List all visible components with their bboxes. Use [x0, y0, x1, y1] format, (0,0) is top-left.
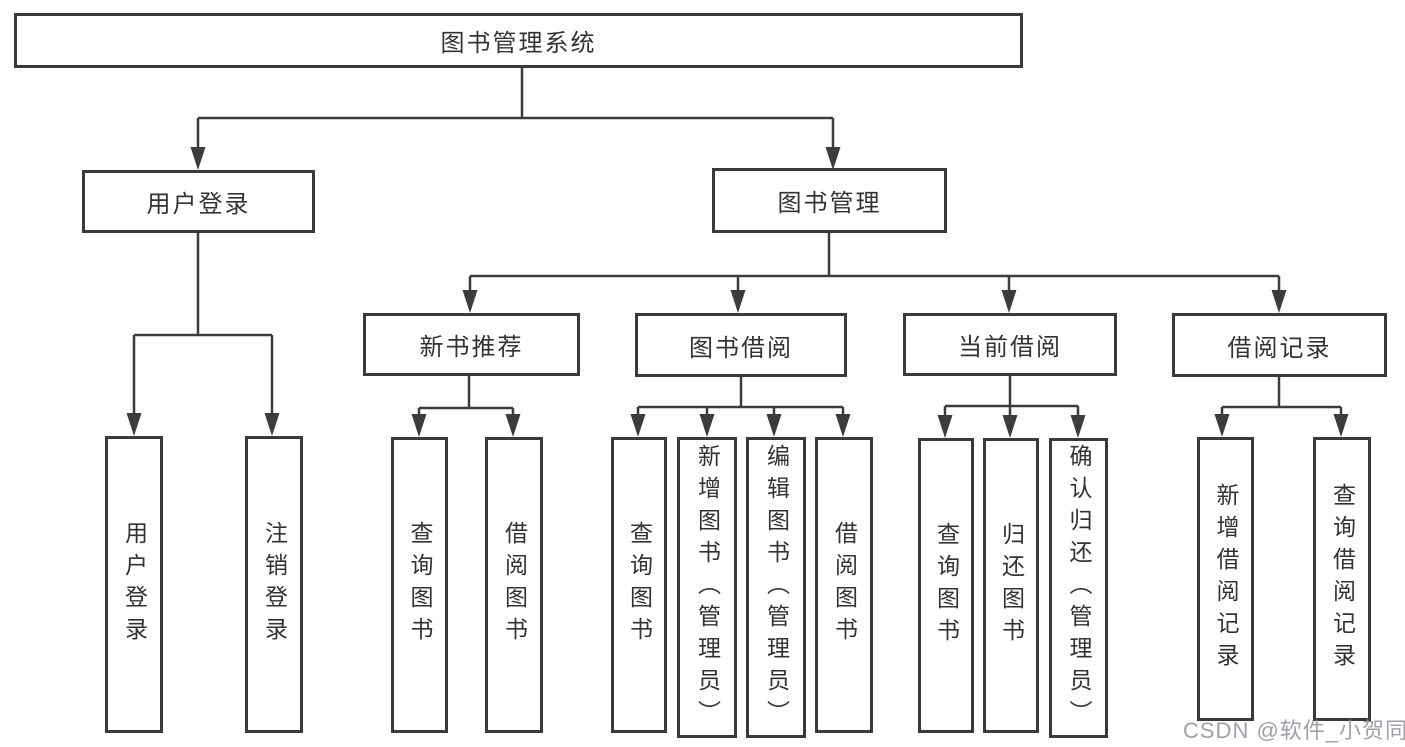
arrowhead [630, 414, 646, 437]
watermark: CSDN @软件_小贺同学 [1183, 718, 1405, 743]
leaf-add-borrow-record: 新增借阅记录 [1197, 437, 1254, 721]
node-book-borrowing-label: 图书借阅 [689, 334, 793, 362]
leaf-borrow-books-1: 借阅图书 [485, 437, 543, 733]
node-book-management-label: 图书管理 [777, 190, 882, 217]
leaf-query-borrow-record-label: 查询借阅记录 [1329, 483, 1356, 675]
arrowhead [264, 413, 280, 436]
leaf-edit-books-admin: 编辑图书（管理员） [746, 437, 806, 738]
arrowhead [411, 414, 427, 437]
arrowhead [937, 415, 953, 438]
leaf-add-borrow-record-label: 新增借阅记录 [1213, 483, 1239, 675]
node-current-borrowing-label: 当前借阅 [958, 334, 1062, 361]
node-new-book-recommend: 新书推荐 [363, 313, 580, 376]
arrowhead [730, 290, 746, 313]
leaf-return-books-label: 归还图书 [998, 521, 1025, 650]
arrowhead [126, 413, 142, 436]
arrowhead [462, 290, 478, 313]
node-root-label: 图书管理系统 [440, 30, 597, 57]
leaf-query-books-3-label: 查询图书 [933, 521, 960, 650]
leaf-query-books-3: 查询图书 [918, 438, 974, 733]
arrowhead [1001, 290, 1017, 313]
leaf-add-books-admin: 新增图书（管理员） [677, 437, 737, 738]
arrowhead [1214, 414, 1230, 437]
leaf-borrow-books-1-label: 借阅图书 [501, 521, 528, 649]
node-borrowing-records: 借阅记录 [1172, 313, 1387, 377]
node-book-management: 图书管理 [712, 168, 947, 233]
node-current-borrowing: 当前借阅 [903, 313, 1117, 376]
leaf-confirm-return-admin-label: 确认归还（管理员） [1066, 444, 1092, 732]
leaf-query-books-1-label: 查询图书 [407, 521, 433, 649]
connector-new-book-recommend [417, 376, 515, 419]
node-borrowing-records-label: 借阅记录 [1227, 334, 1332, 362]
node-book-borrowing: 图书借阅 [635, 313, 847, 377]
arrowheads [126, 147, 1349, 438]
leaf-query-borrow-record: 查询借阅记录 [1313, 437, 1371, 721]
leaf-logout: 注销登录 [245, 436, 303, 733]
leaf-logout-label: 注销登录 [261, 520, 288, 649]
arrowhead [1333, 414, 1349, 437]
arrowhead [835, 414, 851, 437]
arrowhead [505, 414, 521, 437]
leaf-query-books-1: 查询图书 [391, 437, 448, 733]
leaf-confirm-return-admin: 确认归还（管理员） [1049, 438, 1108, 738]
leaf-borrow-books-2: 借阅图书 [815, 437, 873, 733]
leaf-user-login: 用户登录 [105, 436, 163, 733]
leaf-return-books: 归还图书 [983, 438, 1039, 733]
leaf-edit-books-admin-label: 编辑图书（管理员） [763, 443, 790, 732]
arrowhead [1002, 415, 1018, 438]
node-user-login: 用户登录 [82, 170, 315, 233]
node-root: 图书管理系统 [14, 13, 1023, 68]
leaf-user-login-label: 用户登录 [121, 520, 148, 649]
connector-current-borrowing [943, 376, 1080, 420]
connector-user-login [132, 233, 274, 418]
arrowhead [1271, 290, 1287, 313]
node-user-login-label: 用户登录 [146, 191, 251, 218]
leaf-add-books-admin-label: 新增图书（管理员） [694, 443, 721, 732]
node-new-book-recommend-label: 新书推荐 [419, 334, 524, 361]
connector-root [196, 66, 835, 152]
leaf-query-books-2: 查询图书 [611, 437, 667, 733]
connector-book-borrowing [636, 377, 845, 419]
connector-book-management [468, 233, 1281, 295]
connector-borrowing-records [1220, 377, 1343, 419]
arrowhead [766, 414, 782, 437]
arrowhead [699, 414, 715, 437]
arrowhead [1070, 415, 1086, 438]
leaf-borrow-books-2-label: 借阅图书 [831, 521, 858, 649]
leaf-query-books-2-label: 查询图书 [626, 521, 653, 649]
arrowhead [190, 147, 206, 170]
arrowhead [825, 147, 841, 170]
